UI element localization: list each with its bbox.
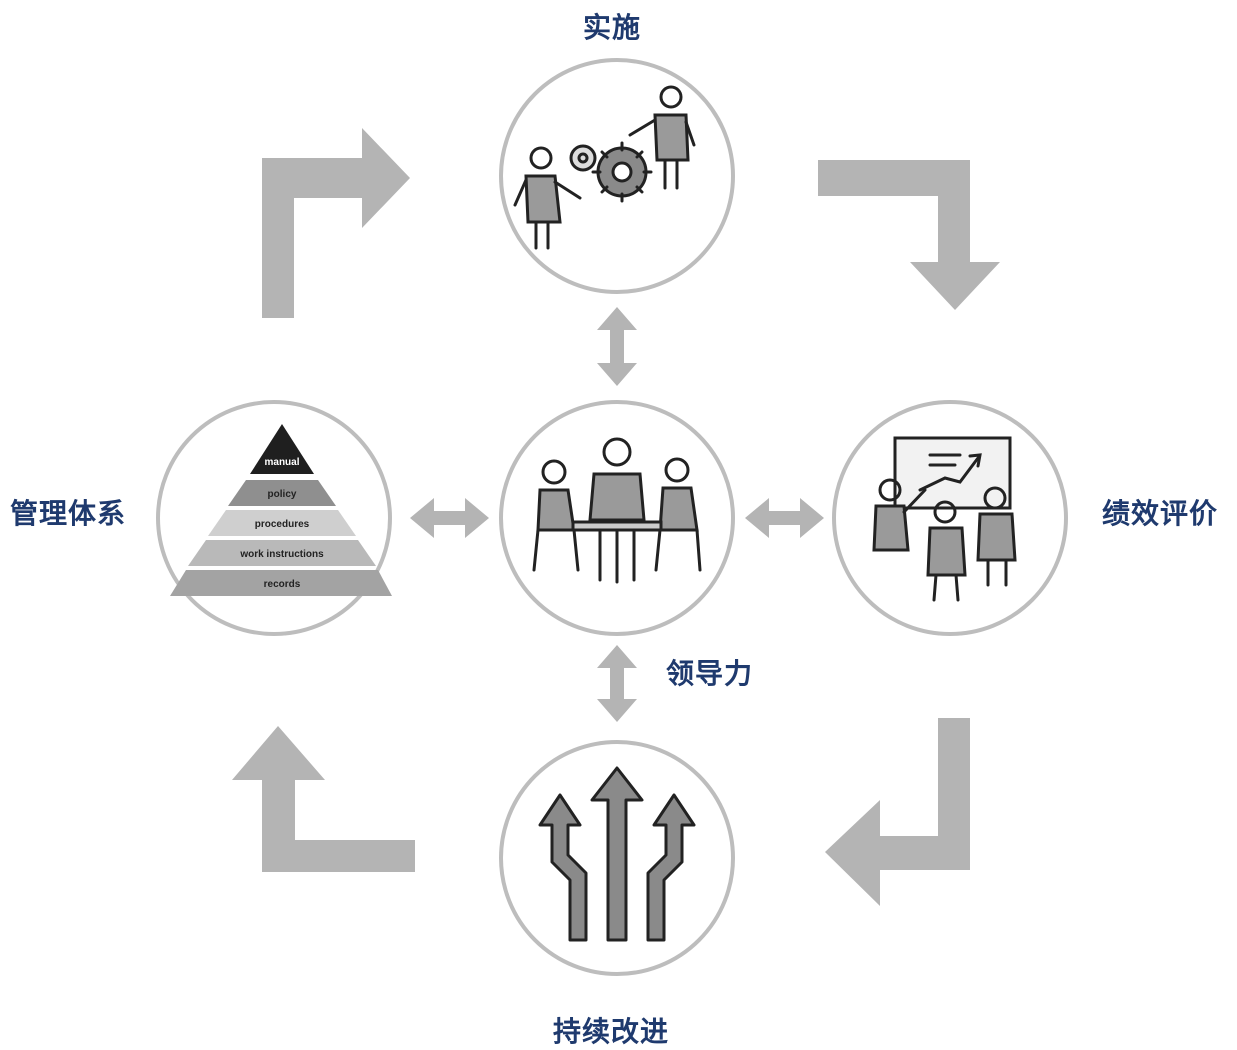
engineers-with-gears-icon (513, 85, 696, 250)
arrow-left-up (232, 726, 415, 872)
label-management-system: 管理体系 (10, 497, 127, 530)
leadership-meeting-icon (532, 437, 702, 584)
label-performance-evaluation: 绩效评价 (1102, 497, 1219, 530)
document-pyramid-icon: manual policy procedures work instructio… (170, 424, 392, 596)
label-continual-improvement: 持续改进 (553, 1015, 670, 1048)
pyramid-level-work-instructions (188, 540, 376, 566)
pyramid-level-procedures (208, 510, 356, 536)
connector-bottom (597, 645, 637, 722)
arrow-down-left (825, 718, 970, 906)
connector-top (597, 307, 637, 386)
pyramid-level-manual (250, 424, 314, 474)
pyramid-level-records (170, 570, 392, 596)
arrow-up-right (262, 128, 410, 318)
connector-arrows (410, 307, 824, 722)
pyramid-label-work-instructions: work instructions (239, 549, 324, 560)
pyramid-label-manual: manual (264, 457, 299, 468)
pyramid-label-policy: policy (268, 489, 297, 500)
label-leadership: 领导力 (666, 657, 754, 690)
cycle-arrows (232, 128, 1000, 906)
improvement-arrows-icon (538, 766, 696, 942)
pyramid-level-policy (228, 480, 336, 506)
presentation-board-icon (872, 436, 1017, 602)
pyramid-label-records: records (264, 579, 301, 590)
arrow-right-down (818, 160, 1000, 310)
pyramid-label-procedures: procedures (255, 519, 310, 530)
label-implementation: 实施 (583, 11, 642, 44)
connector-left (410, 498, 489, 538)
connector-right (745, 498, 824, 538)
